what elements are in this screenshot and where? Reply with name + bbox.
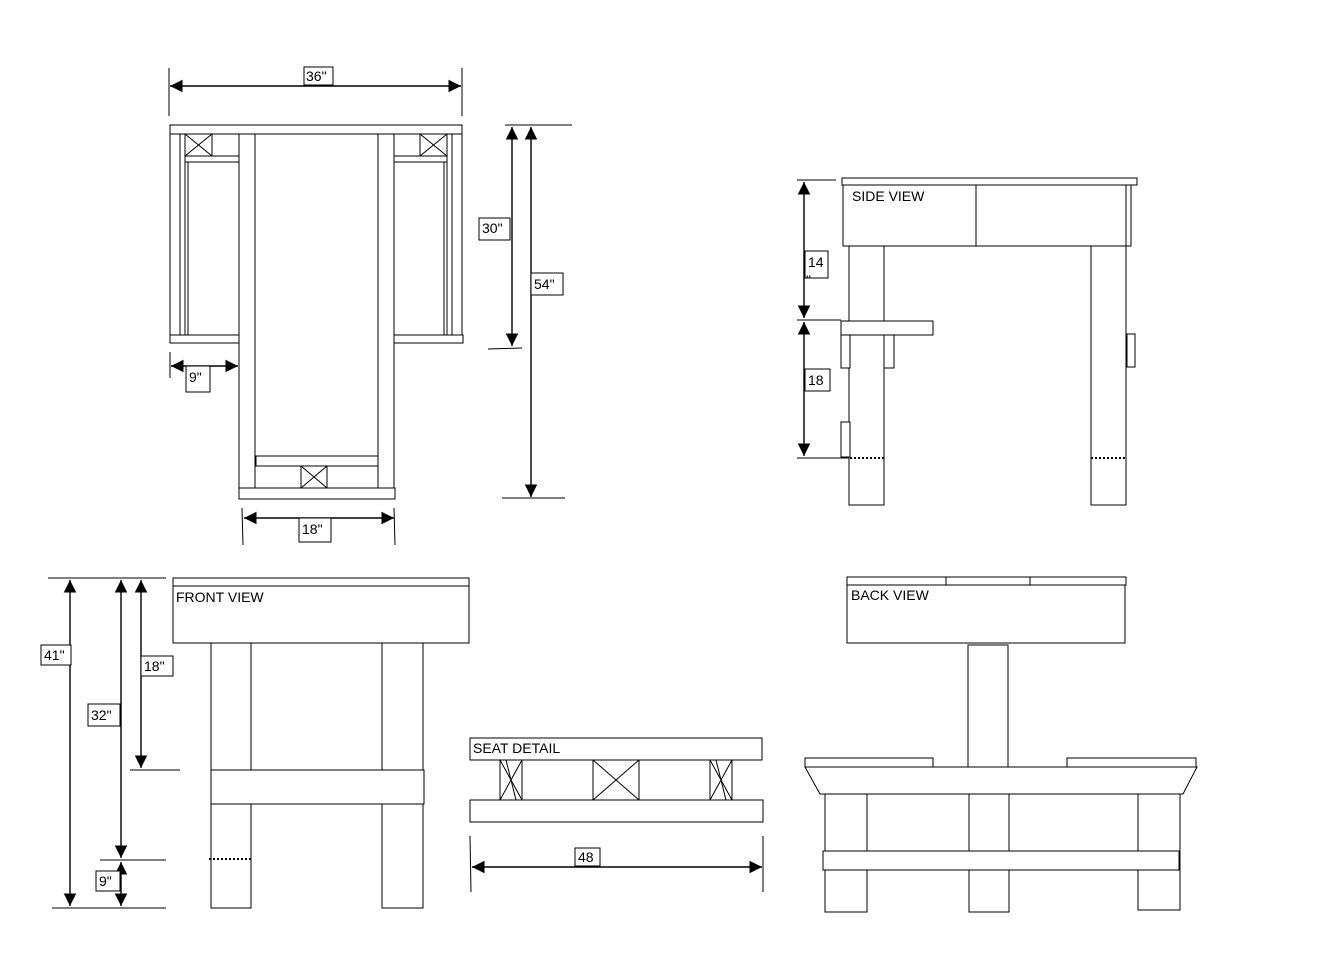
side-seat — [840, 320, 934, 336]
plan-depth-label: 30" — [482, 220, 503, 236]
side-view-title: SIDE VIEW — [852, 188, 925, 204]
plan-left-rail-bottom — [169, 334, 241, 344]
plan-left-rail-side — [184, 161, 189, 337]
seat-detail: SEAT DETAIL 48 — [469, 737, 764, 893]
plan-side-label: 9" — [189, 369, 202, 385]
plan-center-right-leg — [377, 133, 395, 489]
side-back-leg — [1090, 245, 1127, 506]
back-center-post — [967, 644, 1009, 768]
plan-right-rail-side — [443, 161, 448, 337]
front-seat-rail — [210, 769, 425, 805]
plan-left-wing-outer — [169, 133, 181, 337]
side-upper-label-tail: " — [806, 272, 811, 288]
back-lower-rail — [822, 850, 1180, 871]
plan-right-wing-outer — [451, 133, 463, 337]
top-plan-view: 36" 30" 54" 9" 18" — [168, 66, 572, 546]
plan-bottom-stretcher — [255, 455, 379, 467]
front-apron — [172, 585, 470, 644]
side-lower-label: 18 — [808, 372, 824, 388]
back-seat-board — [804, 766, 1198, 795]
side-upper-label: 14 — [808, 254, 824, 270]
front-foot-label: 9" — [99, 873, 112, 889]
plan-overall-label: 54" — [534, 276, 555, 292]
side-apron-left — [842, 184, 977, 247]
plan-bottom-label: 18" — [302, 521, 323, 537]
front-top-board — [172, 577, 470, 587]
front-view-title: FRONT VIEW — [176, 589, 264, 605]
seat-detail-bottom — [469, 799, 764, 823]
plan-right-rail-top — [393, 155, 448, 163]
seat-detail-title: SEAT DETAIL — [473, 740, 560, 756]
plan-left-rail-top — [184, 155, 241, 163]
plan-bottom-board — [238, 487, 396, 500]
plan-top-board — [169, 124, 463, 135]
plan-right-rail-bottom — [393, 334, 464, 344]
side-apron-right — [975, 184, 1129, 247]
back-view: BACK VIEW — [804, 576, 1198, 913]
front-overall-label: 41" — [44, 647, 65, 663]
plan-center-left-leg — [238, 133, 256, 489]
side-front-leg — [848, 245, 885, 506]
side-view: SIDE VIEW 14 " 18 — [797, 177, 1138, 506]
back-view-title: BACK VIEW — [851, 587, 930, 603]
back-apron — [846, 584, 1126, 644]
front-seat-label: 18" — [144, 658, 165, 674]
seat-detail-width-label: 48 — [578, 849, 594, 865]
side-top-board — [841, 177, 1138, 186]
front-view: FRONT VIEW 41" 32" 18" 9" — [40, 577, 470, 909]
plan-width-label: 36" — [306, 68, 327, 84]
front-mid-label: 32" — [91, 707, 112, 723]
